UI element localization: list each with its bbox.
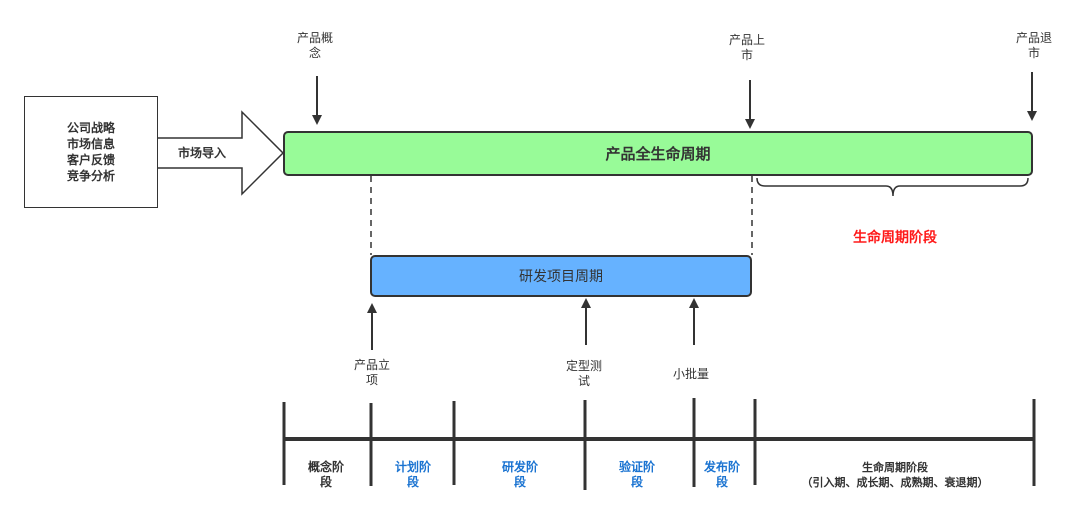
milestone-retire: 产品退 市 [1016,31,1053,60]
product-lifecycle-bar: 产品全生命周期 [283,131,1033,176]
rd-project-label: 研发项目周期 [519,269,603,285]
lifecycle-brace [756,177,1029,197]
product-lifecycle-label: 产品全生命周期 [605,145,711,163]
lifecycle-stage-label: 生命周期阶段 [853,230,937,246]
milestone-project-start: 产品立 项 [354,358,391,387]
phase-verification: 验证阶 段 [619,460,656,489]
input-sources-text: 公司战略 市场信息 客户反馈 竞争分析 [66,121,115,183]
milestone-launch: 产品上 市 [729,33,766,62]
market-import-label: 市场导入 [178,146,227,160]
milestone-concept: 产品概 念 [297,31,334,60]
input-sources-box: 公司战略 市场信息 客户反馈 竞争分析 [24,96,158,208]
phase-development: 研发阶 段 [502,460,539,489]
milestone-small-batch: 小批量 [673,367,710,381]
phase-lifecycle: 生命周期阶段 （引入期、成长期、成熟期、衰退期） [801,461,989,489]
phase-plan: 计划阶 段 [395,460,432,489]
phase-release: 发布阶 段 [704,460,741,489]
milestone-type-test: 定型测 试 [566,359,603,388]
phase-concept: 概念阶 段 [308,460,345,489]
rd-project-bar: 研发项目周期 [370,255,752,297]
